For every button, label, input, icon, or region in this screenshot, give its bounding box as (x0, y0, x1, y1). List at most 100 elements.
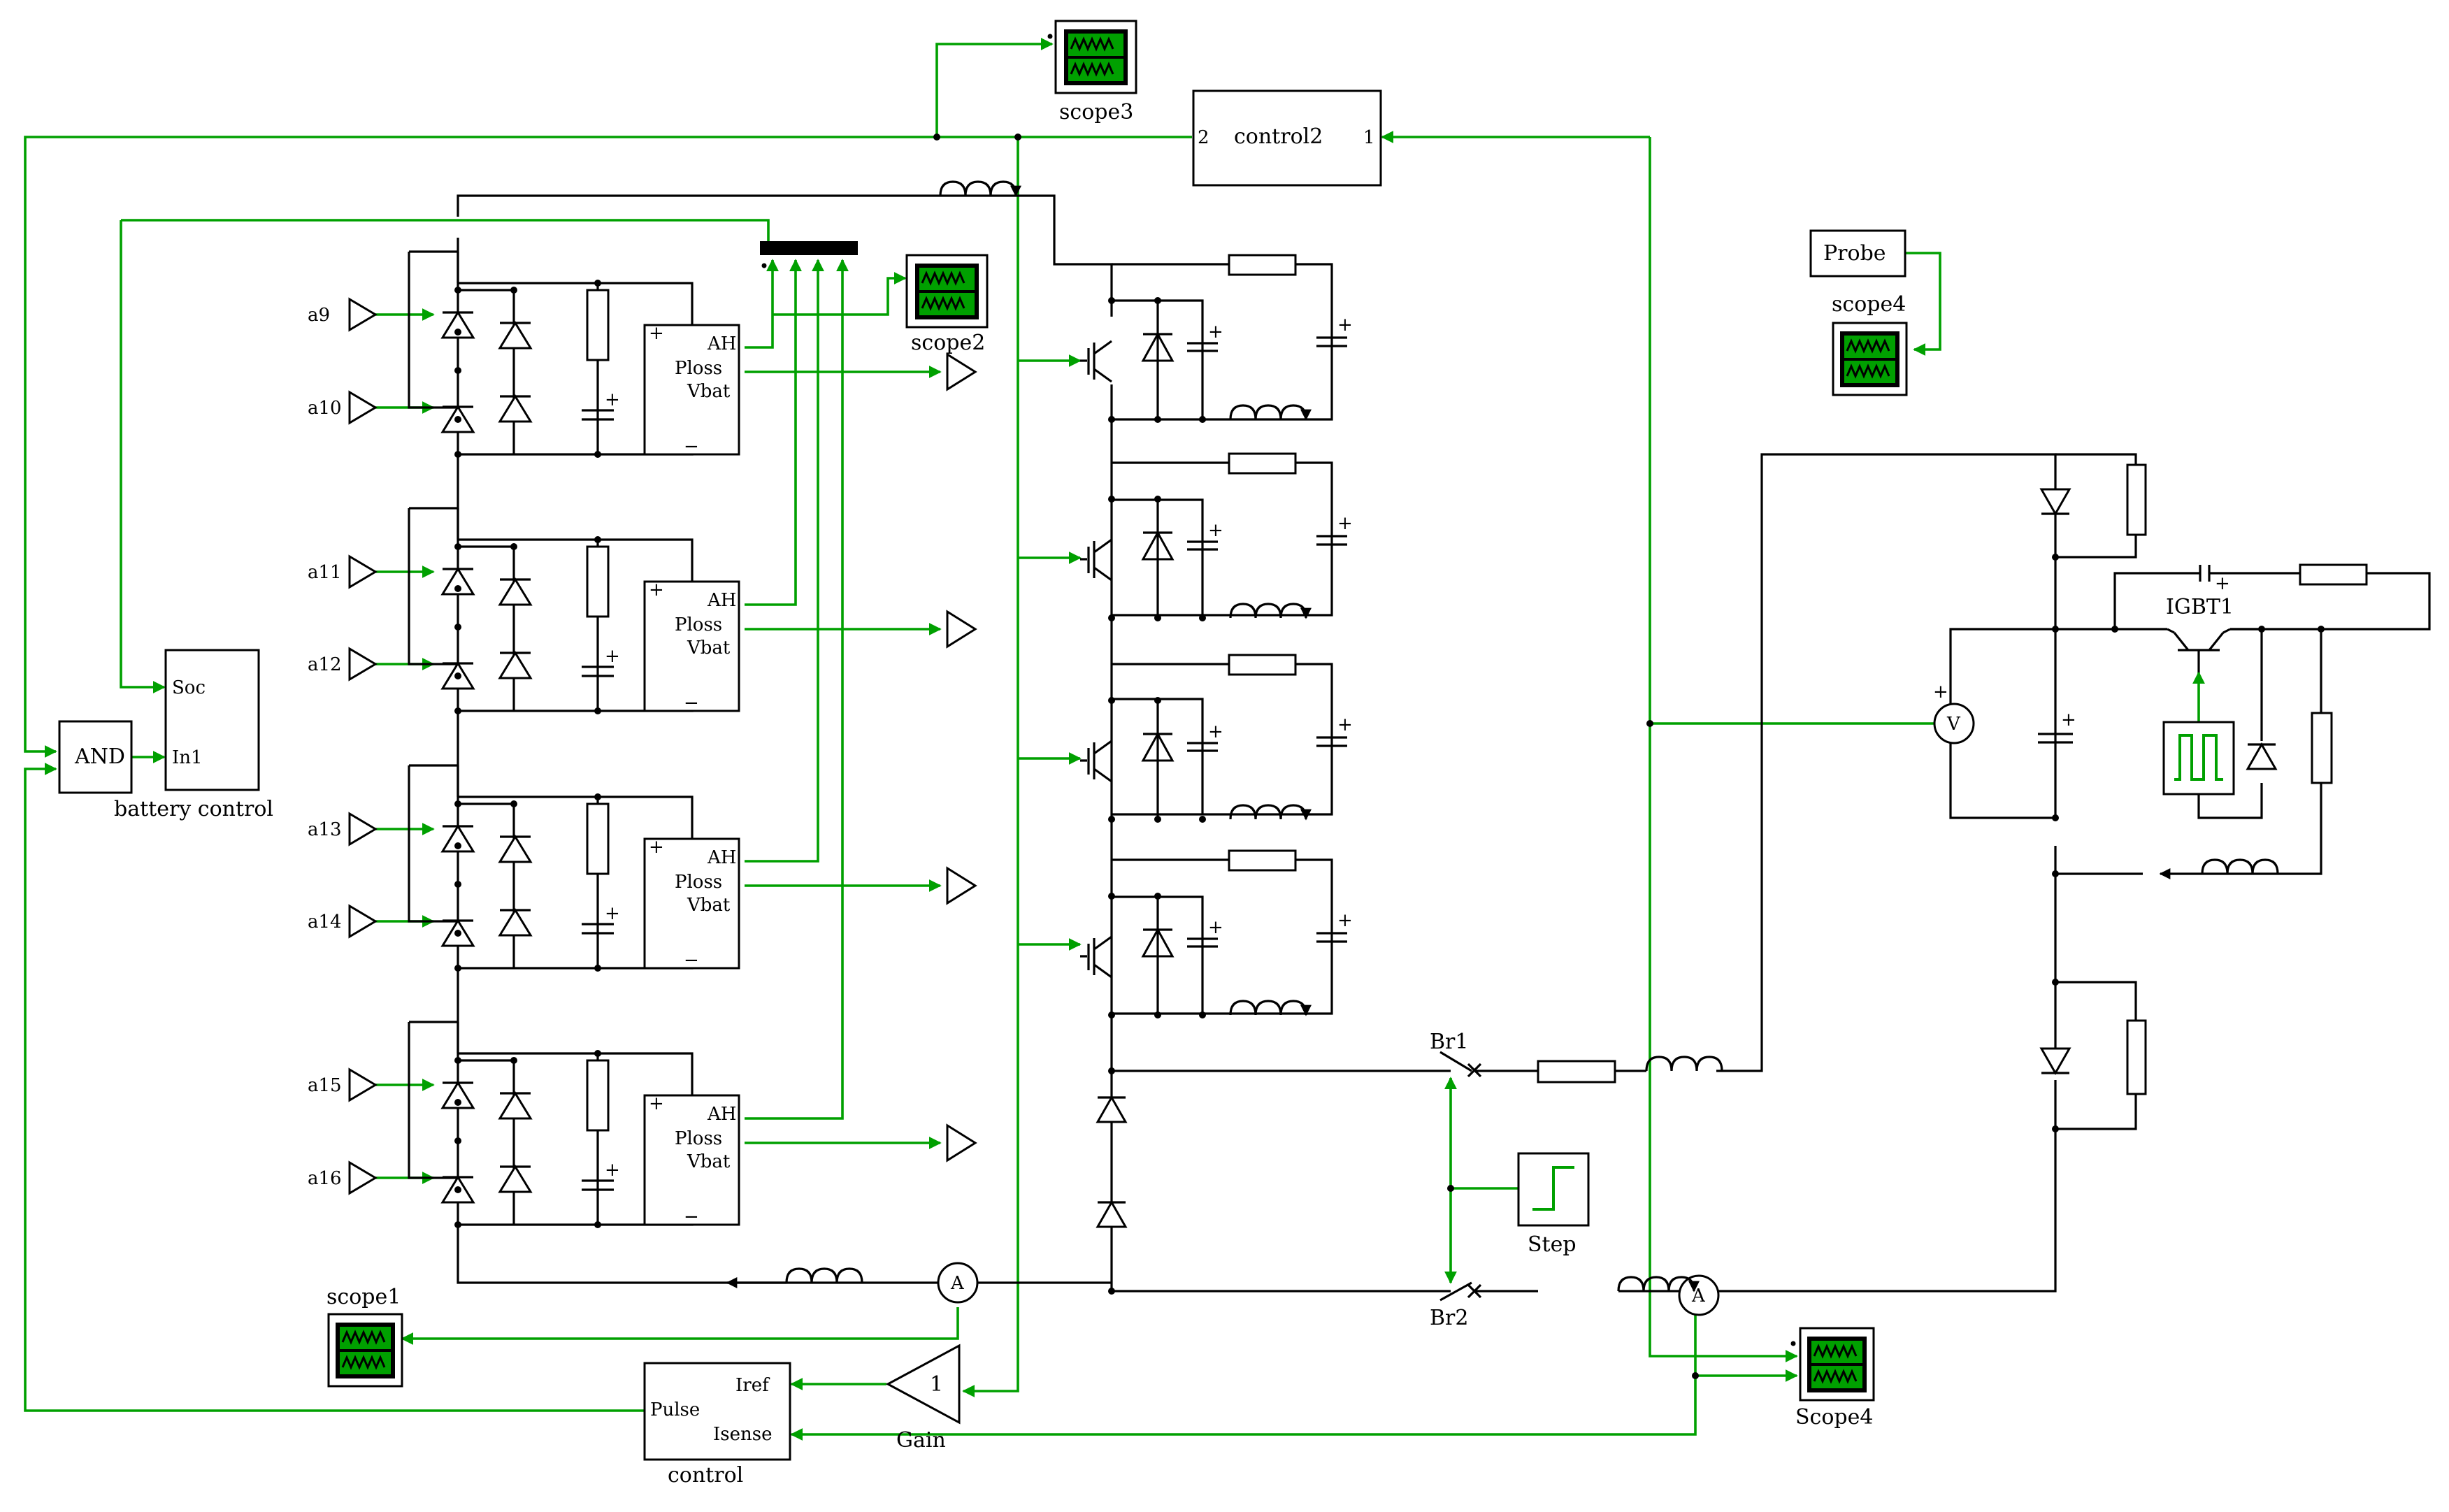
input-flag-a10 (348, 390, 378, 425)
svg-text:+: + (1337, 714, 1353, 735)
converter-cell-4: ++ (1080, 849, 1353, 1018)
ammeter-left: A (937, 1262, 979, 1304)
control-pulse: Pulse (650, 1399, 700, 1420)
battery-control-soc: Soc (172, 677, 206, 698)
svg-text:+: + (649, 837, 664, 858)
control-block[interactable] (643, 1362, 791, 1461)
ammeter-right: A (1678, 1274, 1720, 1316)
input-label-a14: a14 (308, 912, 342, 933)
step-label: Step (1528, 1232, 1577, 1257)
svg-text:+: + (1208, 322, 1223, 343)
vbat-output-2 (946, 610, 977, 649)
svg-text:+: + (649, 323, 664, 344)
battery-control-block[interactable] (164, 649, 260, 791)
svg-text:+: + (605, 1160, 620, 1181)
input-label-a10: a10 (308, 398, 342, 419)
right-network: + + (727, 134, 2368, 1379)
svg-text:+: + (1208, 917, 1223, 938)
converter-stack: ++++++++ (1080, 254, 1353, 1018)
svg-text:+: + (605, 646, 620, 667)
br1-label: Br1 (1430, 1030, 1468, 1054)
svg-text:+: + (2061, 710, 2076, 730)
input-flag-a11 (348, 554, 378, 589)
svg-text:+: + (605, 903, 620, 924)
input-label-a12: a12 (308, 654, 342, 675)
battery-stack: ++−AHPlossVbat++−AHPlossVbat++−AHPlossVb… (408, 250, 740, 1228)
igbt1[interactable] (2167, 628, 2231, 672)
svg-text:−: − (684, 693, 699, 714)
battery-port-ploss: Ploss (675, 614, 722, 635)
input-label-a13: a13 (308, 819, 342, 840)
scope2-label: scope2 (911, 331, 985, 355)
gain-block[interactable] (885, 1344, 961, 1425)
scope1-label: scope1 (326, 1285, 401, 1309)
input-label-a9: a9 (308, 305, 330, 326)
control2-port1: 1 (1363, 127, 1375, 148)
battery-port-ploss: Ploss (675, 358, 722, 379)
svg-text:−: − (684, 436, 699, 457)
svg-text:+: + (649, 579, 664, 600)
battery-port-vbat: Vbat (687, 895, 731, 916)
control-iref: Iref (735, 1375, 770, 1396)
vbat-output-1 (946, 352, 977, 391)
scope4-upper-label: Scope4 (1795, 1405, 1873, 1430)
power-wires (457, 194, 2431, 1300)
battery-control-label: battery control (114, 797, 273, 821)
svg-text:+: + (1208, 721, 1223, 742)
input-flag-a16 (348, 1160, 378, 1195)
svg-text:+: + (605, 389, 620, 410)
gain-value: 1 (930, 1372, 943, 1397)
input-label-a16: a16 (308, 1168, 342, 1189)
pulse-generator[interactable] (2162, 721, 2235, 795)
battery-port-ah: AH (707, 847, 736, 868)
converter-cell-2: ++ (1080, 452, 1353, 621)
battery-port-vbat: Vbat (687, 381, 731, 402)
step-block[interactable] (1517, 1152, 1590, 1227)
svg-text:−: − (684, 1207, 699, 1227)
vbat-output-3 (946, 866, 977, 905)
voltmeter-symbol: V (1946, 714, 1961, 735)
svg-text:+: + (649, 1093, 664, 1114)
battery-port-vbat: Vbat (687, 638, 731, 658)
scope3-block[interactable] (1047, 20, 1137, 94)
breaker-br2[interactable] (1437, 1281, 1482, 1302)
converter-cell-1: ++ (1080, 254, 1353, 423)
vbat-output-ports (946, 352, 977, 1162)
svg-text:+: + (2215, 573, 2230, 594)
scope2-block[interactable] (905, 254, 989, 329)
input-flag-a12 (348, 647, 378, 682)
scope4-probe-block[interactable] (1832, 322, 1908, 396)
br2-label: Br2 (1430, 1306, 1468, 1330)
vbat-output-4 (946, 1123, 977, 1162)
battery-port-vbat: Vbat (687, 1151, 731, 1172)
svg-text:+: + (1337, 513, 1353, 534)
control-label: control (668, 1463, 743, 1488)
gain-label: Gain (896, 1428, 946, 1453)
voltmeter: V + (1933, 682, 1975, 744)
battery-control-in1: In1 (172, 747, 203, 768)
input-flag-a13 (348, 812, 378, 847)
ammeter-left-symbol: A (950, 1273, 965, 1294)
control2-block[interactable] (1192, 89, 1382, 187)
converter-cell-3: ++ (1080, 654, 1353, 823)
and-gate[interactable] (58, 720, 133, 794)
scope1-block[interactable] (327, 1313, 403, 1388)
svg-text:+: + (1337, 315, 1353, 336)
input-flag-a14 (348, 904, 378, 939)
breaker-br1[interactable] (1437, 1051, 1482, 1078)
svg-text:−: − (684, 950, 699, 971)
control2-label: control2 (1234, 124, 1323, 149)
probe-block[interactable] (1809, 229, 1906, 278)
battery-port-ah: AH (707, 333, 736, 354)
scope4-upper-block[interactable] (1790, 1327, 1875, 1402)
battery-port-ploss: Ploss (675, 872, 722, 893)
scope4-lower-label: scope4 (1832, 292, 1906, 317)
input-flag-a9 (348, 297, 378, 332)
battery-port-ah: AH (707, 590, 736, 611)
battery-port-ah: AH (707, 1104, 736, 1125)
